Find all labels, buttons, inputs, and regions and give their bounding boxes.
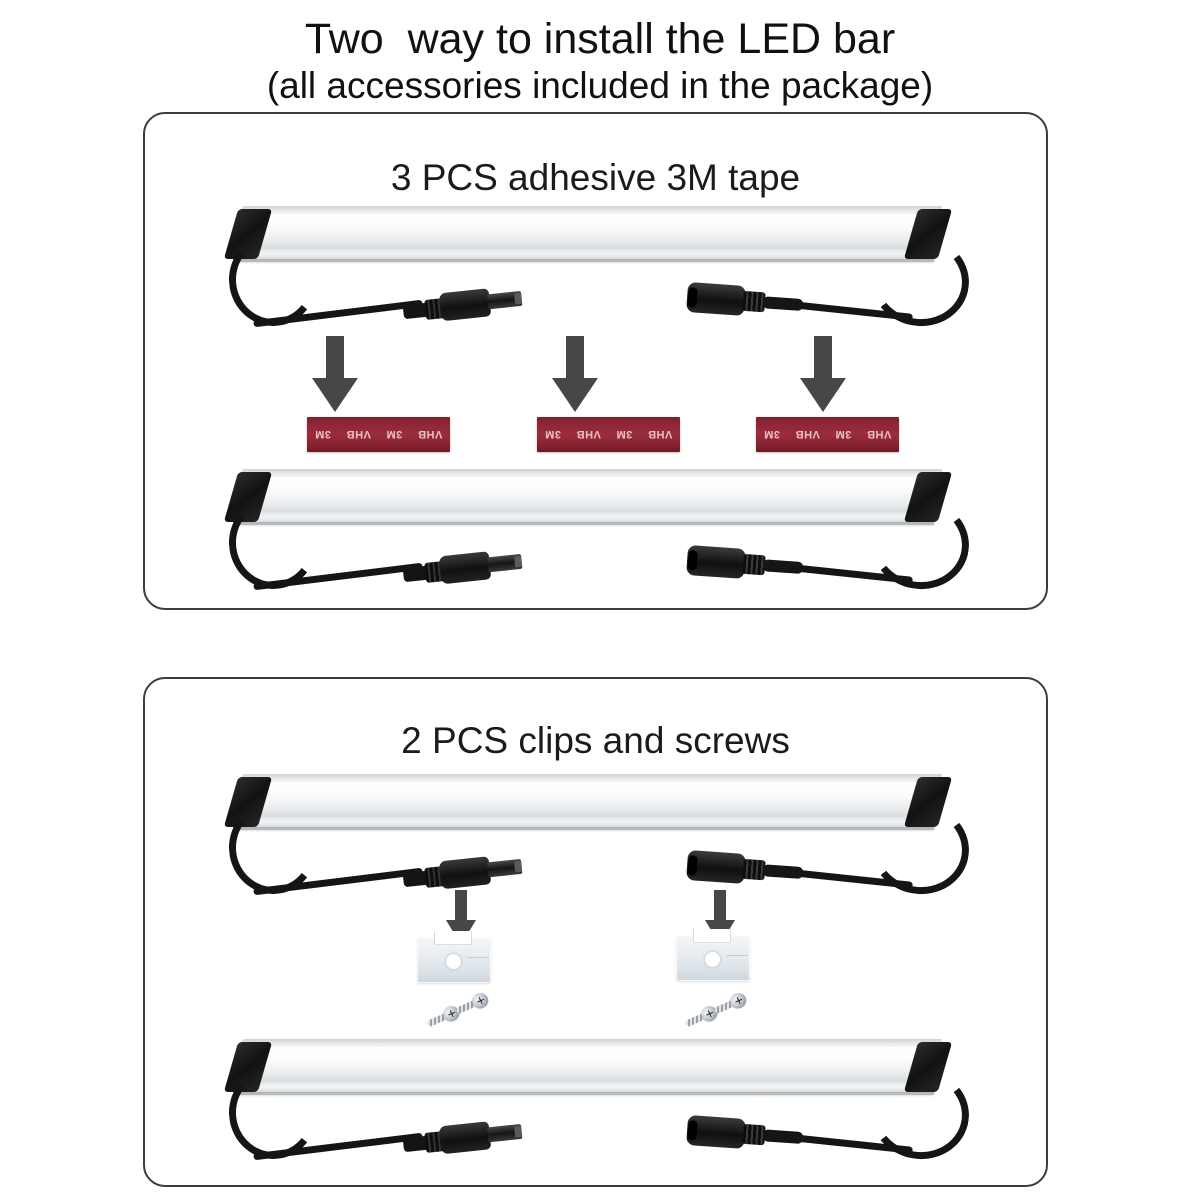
- tape-text-d: 3M: [544, 428, 561, 441]
- led-bar-aluminium-base: [233, 509, 935, 525]
- tape-text-b: 3M: [616, 428, 633, 441]
- mounting-clip-seam: [726, 955, 748, 956]
- tape-text-c: VHB: [346, 428, 371, 441]
- dc-jack-female: [686, 543, 804, 585]
- led-bar-aluminium-base: [233, 814, 935, 830]
- dc-plug-male: [402, 282, 525, 328]
- dc-plug-male-body: [438, 856, 492, 890]
- dc-jack-female-strain-relief: [762, 559, 804, 575]
- screw: [711, 990, 749, 1019]
- mounting-clip-screw-hole: [445, 953, 462, 970]
- mounting-clip: [676, 929, 750, 981]
- tape-text-d: 3M: [763, 428, 780, 441]
- dc-jack-female-socket: [687, 855, 698, 876]
- tape-text-a: VHB: [866, 428, 892, 441]
- tape-text-a: VHB: [647, 428, 673, 441]
- mounting-clip-notch: [693, 929, 731, 943]
- led-bar-lower-clips: [223, 1039, 975, 1179]
- tape-text-a: VHB: [417, 428, 443, 441]
- led-bar-base-shadow: [233, 827, 933, 832]
- dc-plug-male-tip: [514, 860, 523, 873]
- mounting-clip-screw-hole: [704, 951, 721, 968]
- adhesive-tape-strip: VHB 3M VHB 3M: [756, 417, 899, 452]
- dc-jack-female: [686, 848, 804, 890]
- dc-jack-female: [686, 1113, 804, 1155]
- title-line-1: Two way to install the LED bar: [304, 15, 896, 63]
- page-title: Two way to install the LED bar (all acce…: [0, 14, 1200, 108]
- panel-adhesive-tape: 3 PCS adhesive 3M tape: [143, 112, 1048, 610]
- panel-heading-tape: 3 PCS adhesive 3M tape: [390, 157, 801, 198]
- dc-jack-female-socket: [687, 287, 698, 308]
- adhesive-tape-strip: VHB 3M VHB 3M: [307, 417, 450, 452]
- dc-plug-male-body: [438, 1121, 492, 1155]
- mounting-clip: [417, 931, 491, 983]
- led-bar-gloss: [245, 481, 929, 490]
- led-bar-lower-tape: [223, 469, 975, 609]
- dc-plug-male: [402, 1115, 525, 1161]
- led-bar-body: [223, 206, 953, 268]
- dc-plug-male-body: [438, 288, 492, 322]
- dc-plug-male-tip: [514, 1125, 523, 1138]
- led-bar-body: [223, 774, 953, 836]
- screw: [453, 990, 491, 1019]
- led-bar-gloss: [245, 786, 929, 795]
- led-bar-upper-tape: [223, 206, 975, 346]
- tape-text-c: VHB: [795, 428, 820, 441]
- led-bar-upper-clips: [223, 774, 975, 914]
- dc-plug-male: [402, 545, 525, 591]
- tape-text-b: 3M: [386, 428, 403, 441]
- led-bar-aluminium-base: [233, 246, 935, 262]
- dc-jack-female-socket: [687, 1120, 698, 1141]
- dc-plug-male-body: [438, 551, 492, 585]
- adhesive-tape-label: VHB 3M VHB 3M: [537, 417, 680, 452]
- dc-jack-female-strain-relief: [762, 1129, 804, 1145]
- arrow-down-icon: [312, 336, 358, 412]
- dc-jack-female-socket: [687, 550, 698, 571]
- led-bar-gloss: [245, 1051, 929, 1060]
- panel-heading-clips: 2 PCS clips and screws: [401, 720, 790, 761]
- dc-plug-male-tip: [514, 292, 523, 305]
- led-bar-aluminium-base: [233, 1079, 935, 1095]
- led-bar-base-shadow: [233, 259, 933, 264]
- arrow-down-icon: [552, 336, 598, 412]
- led-bar-body: [223, 1039, 953, 1101]
- adhesive-tape-label: VHB 3M VHB 3M: [307, 417, 450, 452]
- led-bar-body: [223, 469, 953, 531]
- tape-text-d: 3M: [314, 428, 331, 441]
- mounting-clip-seam: [467, 957, 489, 958]
- dc-jack-female: [686, 280, 804, 322]
- tape-text-b: 3M: [835, 428, 852, 441]
- led-bar-gloss: [245, 218, 929, 227]
- adhesive-tape-label: VHB 3M VHB 3M: [756, 417, 899, 452]
- arrow-down-icon: [800, 336, 846, 412]
- dc-plug-male-tip: [514, 555, 523, 568]
- mounting-clip-notch: [434, 931, 472, 945]
- tape-text-c: VHB: [576, 428, 601, 441]
- adhesive-tape-strip: VHB 3M VHB 3M: [537, 417, 680, 452]
- dc-jack-female-strain-relief: [762, 296, 804, 312]
- led-bar-base-shadow: [233, 522, 933, 527]
- panel-clips-screws: 2 PCS clips and screws: [143, 677, 1048, 1187]
- title-line-2: (all accessories included in the package…: [266, 65, 934, 106]
- led-bar-base-shadow: [233, 1092, 933, 1097]
- dc-jack-female-strain-relief: [762, 864, 804, 880]
